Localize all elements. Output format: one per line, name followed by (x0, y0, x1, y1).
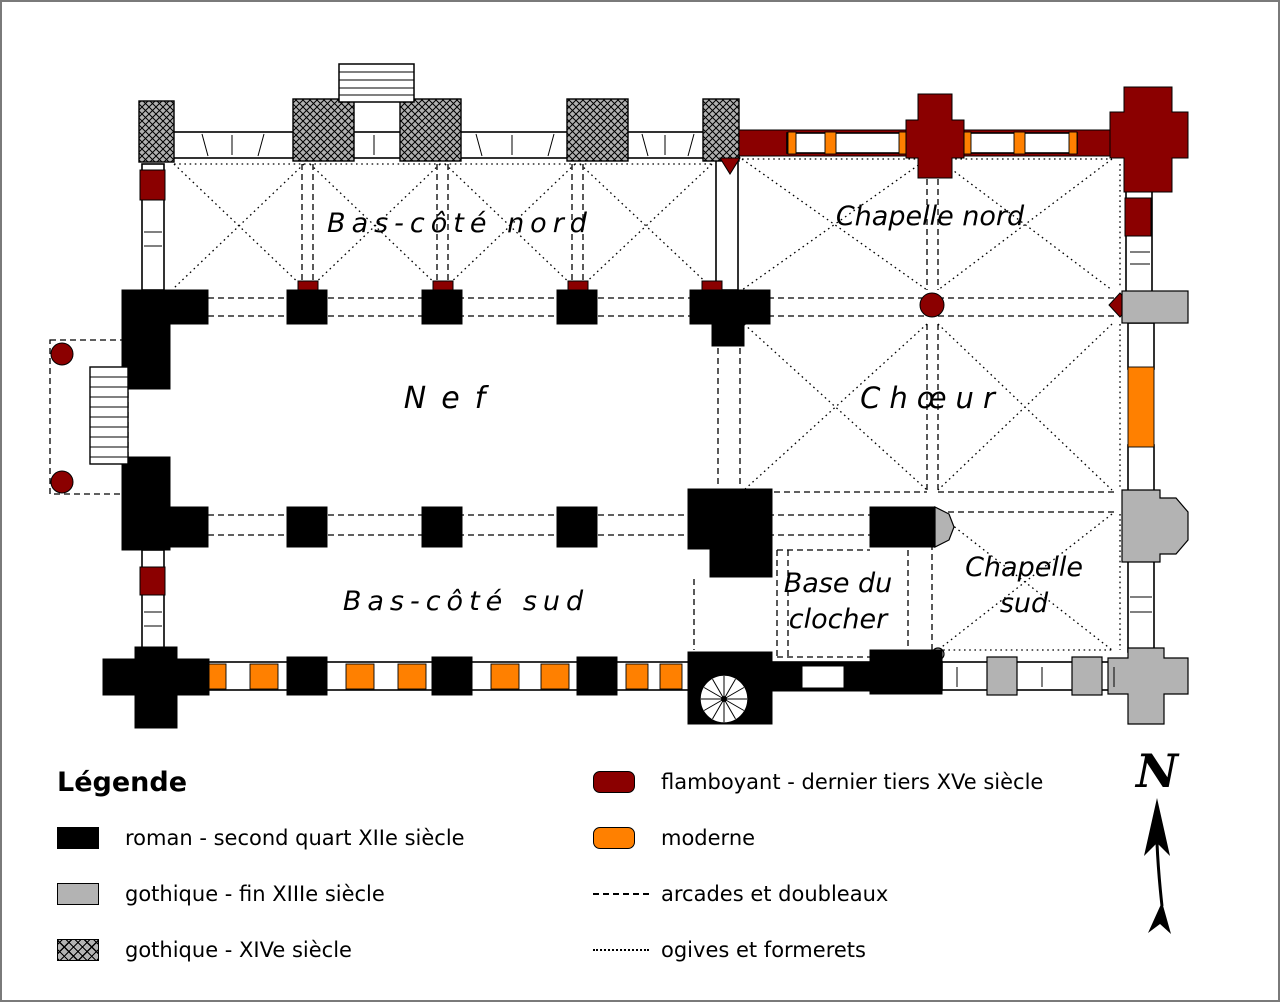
room-label-chapelle-nord: Chapelle nord (836, 201, 1025, 232)
room-label-bas-cote-nord: Bas-côté nord (327, 208, 593, 239)
north-annex-stairs (338, 63, 415, 103)
room-label-choeur: Chœur (860, 381, 1004, 415)
gothique13-label: gothique - fin XIIIe siècle (125, 882, 385, 906)
dotted-line-swatch (593, 949, 649, 951)
legend-item-moderne: moderne (593, 826, 1132, 850)
floor-plan: Bas-côté nord Chapelle nord Nef Chœur Ba… (49, 63, 1189, 729)
flamboyant-swatch (593, 771, 635, 793)
dashed-line-swatch (593, 893, 649, 895)
xive-hatched-buttresses (138, 98, 740, 163)
legend-item-flamboyant: flamboyant - dernier tiers XVe siècle (593, 770, 1132, 794)
north-letter: N (1135, 744, 1179, 798)
ogives-formerets-lines (173, 158, 1121, 651)
gothique14-swatch (57, 939, 99, 961)
room-labels: Bas-côté nord Chapelle nord Nef Chœur Ba… (327, 201, 1083, 635)
arcades-label: arcades et doubleaux (661, 882, 889, 906)
room-label-chapelle-sud-2: sud (1000, 588, 1049, 619)
roman-label: roman - second quart XIIe siècle (125, 826, 465, 850)
moderne-label: moderne (661, 826, 756, 850)
gothique14-label: gothique - XIVe siècle (125, 938, 352, 962)
legend-title: Légende (57, 766, 188, 798)
compass-north: N (1122, 746, 1192, 946)
room-label-bas-cote-sud: Bas-côté sud (343, 586, 589, 617)
west-porch-stairs (89, 366, 129, 465)
flamboyant-label: flamboyant - dernier tiers XVe siècle (661, 770, 1044, 794)
room-label-base-clocher-2: clocher (789, 604, 889, 635)
gothique13-swatch (57, 883, 99, 905)
choir-column (919, 292, 945, 318)
spiral-staircase (699, 674, 749, 724)
room-label-base-clocher-1: Base du (784, 568, 893, 599)
legend-item-gothique13: gothique - fin XIIIe siècle (57, 882, 593, 906)
ogives-label: ogives et formerets (661, 938, 866, 962)
flamboyant-elements (50, 86, 1189, 596)
legend-item-gothique14: gothique - XIVe siècle (57, 938, 593, 962)
legend-item-arcades: arcades et doubleaux (593, 882, 1132, 906)
legend-item-roman: roman - second quart XIIe siècle (57, 826, 593, 850)
legend-title-row: Légende (57, 767, 593, 798)
north-arrow-icon (1144, 798, 1171, 934)
room-label-nef: Nef (404, 381, 500, 416)
south-door-opening (801, 665, 845, 689)
moderne-elements (197, 366, 1155, 690)
legend: Légende flamboyant - dernier tiers XVe s… (57, 754, 1132, 978)
porch-column-south (50, 470, 74, 494)
moderne-swatch (593, 827, 635, 849)
window-marks (144, 133, 1152, 687)
porch-column-north (50, 342, 74, 366)
roman-swatch (57, 827, 99, 849)
room-label-chapelle-sud-1: Chapelle (965, 552, 1083, 583)
legend-item-ogives: ogives et formerets (593, 938, 1132, 962)
